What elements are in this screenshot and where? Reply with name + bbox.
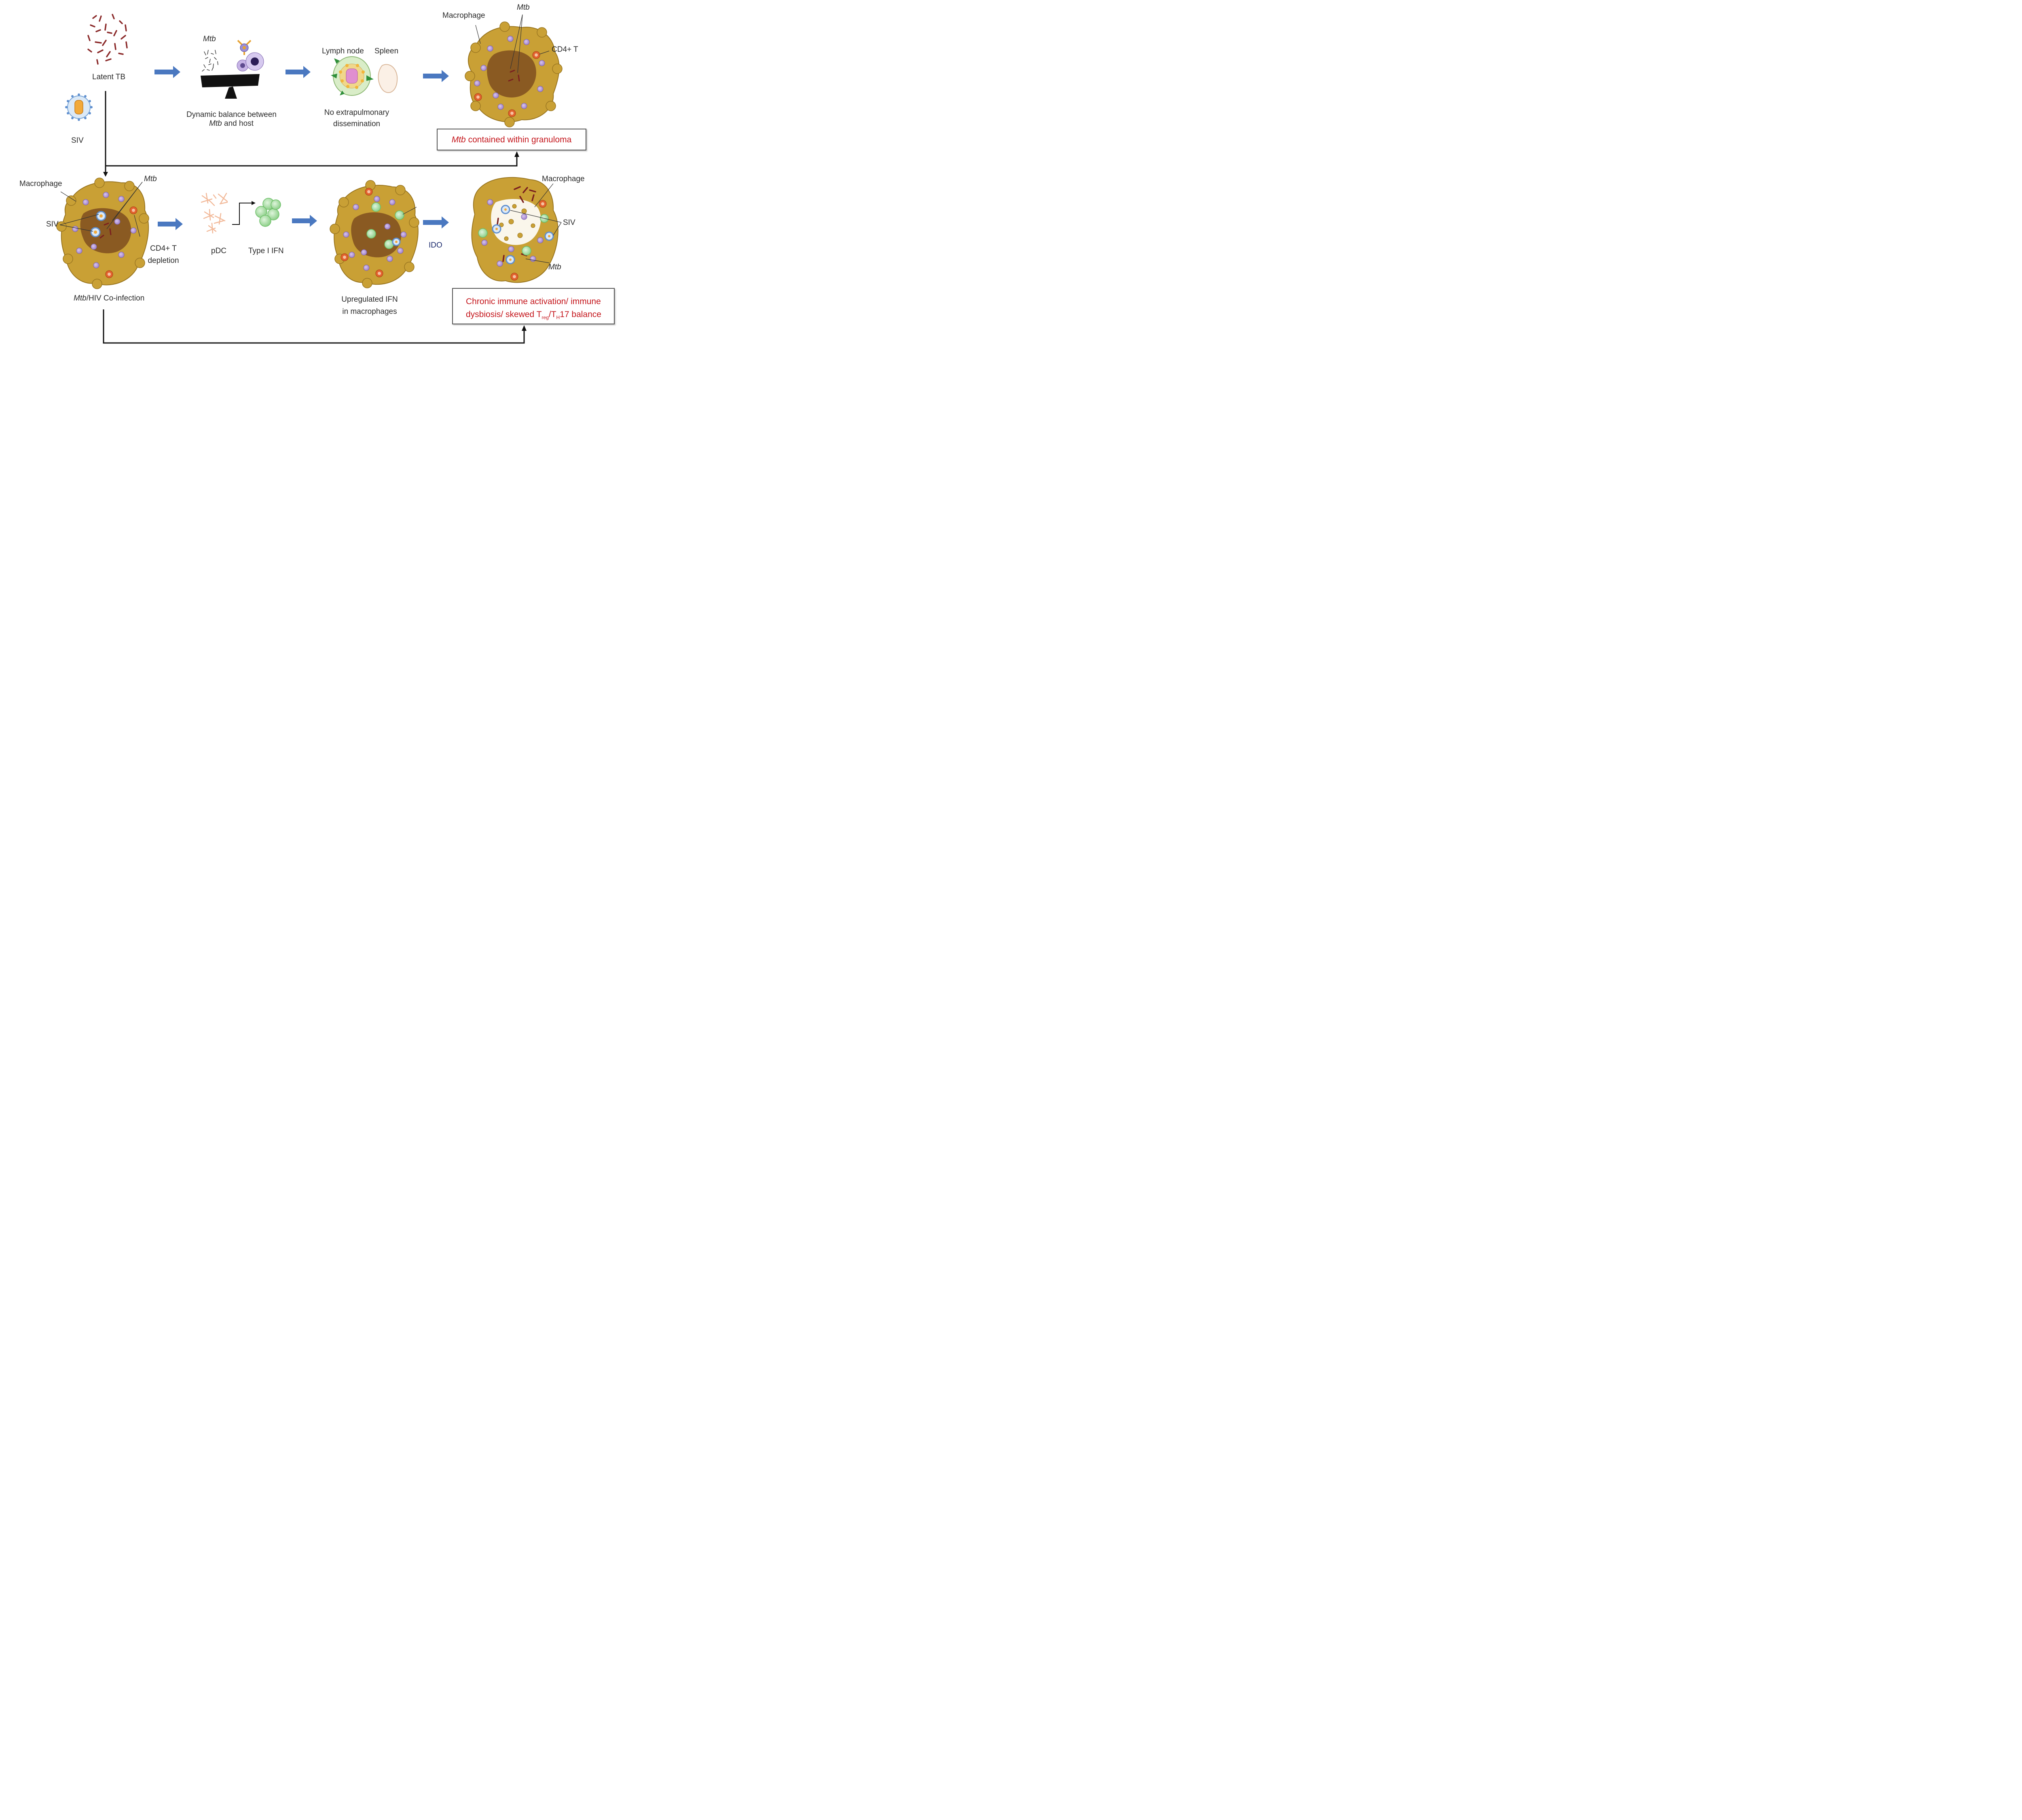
outcome-contained-box: Mtb contained within granuloma <box>437 129 586 150</box>
outcome-contained-rest: contained within granuloma <box>465 135 572 144</box>
dysbiosis-siv-label: SIV <box>563 218 575 227</box>
blue-arrow-icon <box>154 66 180 78</box>
gene-induction-arrowhead <box>252 201 256 205</box>
coinfection-mtb-label: Mtb <box>144 175 157 183</box>
outcome-contained-mtb: Mtb <box>451 135 466 144</box>
lymph-node-icon <box>331 56 374 96</box>
dysbiosis-mtb-label: Mtb <box>548 263 561 271</box>
granuloma-ifn-icon <box>330 180 419 288</box>
balance-caption-rest: and host <box>222 119 254 128</box>
cd4-depletion-line2: depletion <box>148 256 179 265</box>
coinfection-siv-label: SIV <box>46 220 59 229</box>
outcome-line2-part-a: dysbiosis/ skewed T <box>466 310 542 319</box>
cd4-depletion-line1: CD4+ T <box>150 244 177 253</box>
connector-lines <box>103 91 525 344</box>
coinfection-caption-rest: /HIV Co-infection <box>86 294 145 303</box>
coinfection-caption: Mtb/HIV Co-infection <box>74 294 144 303</box>
lymph-node-label: Lymph node <box>322 47 364 55</box>
type1-ifn-icon <box>255 198 281 227</box>
blue-arrow-icon <box>423 216 449 229</box>
outcome-contained-text: Mtb contained within granuloma <box>438 135 586 145</box>
cd4-depletion-caption: CD4+ T depletion <box>146 244 180 265</box>
balance-caption-line1: Dynamic balance between <box>186 110 277 119</box>
granuloma-macrophage-label: Macrophage <box>442 11 485 20</box>
type1-ifn-label: Type I IFN <box>248 247 284 255</box>
upregulated-ifn-line2: in macrophages <box>342 307 397 316</box>
no-dissemination-line2: dissemination <box>333 119 381 128</box>
coinfection-caption-mtb: Mtb <box>74 294 87 303</box>
siv-label: SIV <box>71 136 84 145</box>
balance-caption-line2: Mtb and host <box>186 119 276 128</box>
no-dissemination-line1: No extrapulmonary <box>324 108 389 117</box>
granuloma-contained-icon <box>465 14 563 127</box>
siv-infected-cell-icon <box>492 205 554 265</box>
coinfection-macrophage-label: Macrophage <box>19 180 62 188</box>
balance-caption: Dynamic balance between Mtb and host <box>186 110 277 128</box>
outcome-line2-part-b: /T <box>548 310 556 319</box>
blue-arrow-icon <box>158 218 183 230</box>
latent-tb-label: Latent TB <box>92 73 126 81</box>
top-flow-arrows <box>154 66 449 82</box>
blue-arrow-icon <box>292 215 317 227</box>
spleen-icon <box>378 64 398 93</box>
blue-arrow-icon <box>423 70 449 82</box>
outcome-dysbiosis-line2: dysbiosis/ skewed Treg/TH17 balance <box>466 310 601 321</box>
siv-infected-cell-icon <box>90 211 106 237</box>
dysbiosis-macrophage-label: Macrophage <box>542 175 585 183</box>
connector-arrowheads <box>103 151 527 331</box>
outcome-line2-sub-h: H <box>556 315 560 321</box>
pdc-cells-icon <box>201 193 228 234</box>
gene-induction-icon <box>232 203 252 225</box>
spleen-label: Spleen <box>374 47 399 55</box>
diagram-canvas <box>56 14 563 344</box>
siv-virus-icon <box>65 93 93 121</box>
upregulated-ifn-line1: Upregulated IFN <box>341 295 398 304</box>
upregulated-ifn-caption: Upregulated IFN in macrophages <box>339 295 400 316</box>
cd4-t-cell-icon <box>474 51 540 117</box>
outcome-dysbiosis-line1: Chronic immune activation/ immune <box>466 297 601 306</box>
granuloma-cd4-label: CD4+ T <box>552 45 578 54</box>
granuloma-mtb-label: Mtb <box>517 3 530 12</box>
balance-caption-mtb: Mtb <box>209 119 222 128</box>
no-dissemination-caption: No extrapulmonary dissemination <box>319 108 394 129</box>
blue-arrow-icon <box>286 66 311 78</box>
ido-label: IDO <box>429 241 442 250</box>
outcome-line2-part-c: 17 balance <box>560 310 601 319</box>
granuloma-coinfection-icon <box>56 178 149 289</box>
outcome-line2-sub-reg: reg <box>541 315 549 321</box>
latent-tb-bacilli-icon <box>87 14 128 65</box>
granuloma-dysbiosis-icon <box>471 177 562 283</box>
pdc-label: pDC <box>211 247 227 255</box>
bottom-flow-arrows <box>158 215 449 230</box>
outcome-dysbiosis-box: Chronic immune activation/ immune dysbio… <box>452 288 615 324</box>
balance-mtb-label: Mtb <box>203 35 216 43</box>
balance-scale-icon <box>201 40 264 99</box>
